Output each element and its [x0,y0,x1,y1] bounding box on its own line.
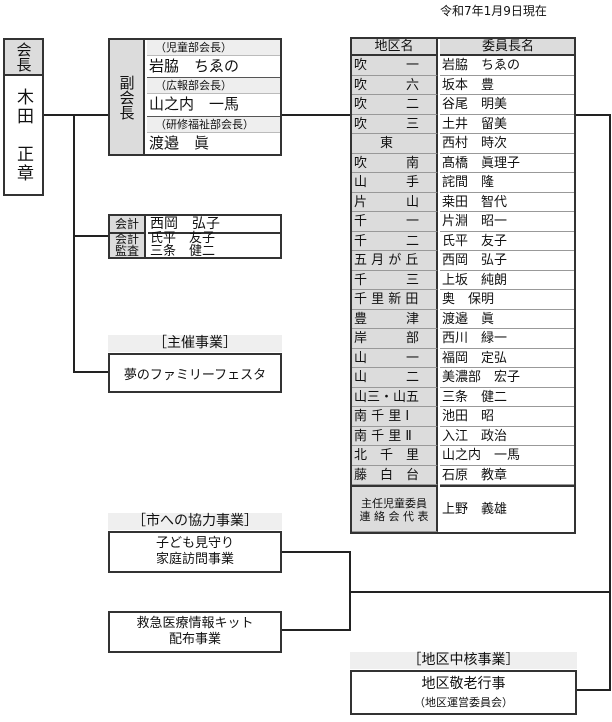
member-role: （児童部会長） [147,40,280,56]
city-heading: ［市への協力事業］ [108,513,282,530]
chair-name: 氏平 友子 [440,232,574,251]
connector [577,689,611,691]
project-line: 子ども見守り [155,536,234,551]
member-role: （広報部会長） [147,78,280,94]
vice-president-title: 副会長 [110,40,145,154]
hosted-heading: ［主催事業］ [108,335,282,352]
district-name: 吹 六 [352,75,438,95]
chair-name: 渡邉 眞 [440,310,574,329]
core-project-name: 地区敬老行事 [421,675,506,692]
district-name: 山 二 [352,368,438,388]
treasurer-name: 西岡 弘子 [148,216,280,234]
connector [44,114,108,116]
district-name: 吹 二 [352,95,438,115]
auditor-role: 会計監査 [110,233,146,257]
district-name: 岸 部 [352,329,438,349]
core-heading: ［地区中核事業］ [350,652,577,669]
project-line: 配布事業 [168,632,221,647]
district-name: 藤 白 台 [352,465,438,485]
chair-name: 坂本 豊 [440,76,574,95]
district-name: 南 千 里 Ⅰ [352,407,438,427]
chair-name: 石原 教章 [440,466,574,485]
chair-name: 奥 保明 [440,290,574,310]
chair-name: 入江 政治 [440,427,574,446]
city-project-box: 救急医療情報キット配布事業 [108,611,282,653]
member-role: （研修福祉部会長） [147,117,280,133]
member-name: 渡邉 眞 [149,134,210,152]
chair-name: 上坂 純朗 [440,271,574,290]
chair-name: 桒田 智代 [440,193,574,212]
chair-name: 西村 時次 [440,134,574,154]
district-name: 山 一 [352,348,438,368]
connector [282,551,351,553]
district-name: 千 一 [352,212,438,232]
finance-box: 会計 西岡 弘子 会計監査 氏平 友子三条 健二 [108,214,282,259]
vice-member: （広報部会長）山之内 一馬 [147,78,280,117]
district-committee-table: 地区名 委員長名 吹 一岩脇 ちゑの吹 六坂本 豊吹 二谷尾 明美吹 三土井 留… [350,37,576,534]
member-name: 山之内 一馬 [149,95,240,113]
chair-name: 西岡 弘子 [440,251,574,271]
auditor-names: 氏平 友子三条 健二 [148,231,280,259]
chair-name: 土井 留美 [440,115,574,134]
chair-name: 西川 緑一 [440,329,574,349]
chair-name: 片淵 昭一 [440,212,574,232]
connector [609,114,611,691]
liaison-district: 主任児童委員連 絡 会 代 表 [352,485,438,532]
district-name: 吹 一 [352,56,438,76]
as-of-date: 令和7年1月9日現在 [440,4,547,18]
chair-name: 美濃部 宏子 [440,368,574,388]
connector [73,235,108,237]
column-header-chair: 委員長名 [440,39,574,56]
liaison-chair: 上野 義雄 [440,485,574,532]
project-line: 家庭訪問事業 [155,552,234,567]
district-name: 千 二 [352,231,438,251]
district-name: 南 千 里 Ⅱ [352,426,438,446]
connector [73,114,75,373]
chair-name: 池田 昭 [440,407,574,427]
chair-name: 岩脇 ちゑの [440,56,574,76]
chair-name: 福岡 定弘 [440,349,574,368]
district-name: 東 [352,134,438,154]
district-name: 山 手 [352,173,438,193]
district-name: 千 里 新 田 [352,290,438,310]
treasurer-role: 会計 [110,216,146,234]
connector [349,551,351,631]
member-name: 岩脇 ちゑの [149,57,240,75]
hosted-event-box: 夢のファミリーフェスタ [108,353,282,393]
city-project-box: 子ども見守り家庭訪問事業 [108,531,282,573]
president-name: 木田 正章 [13,87,33,183]
vice-president-box: 副会長 （児童部会長）岩脇 ちゑの （広報部会長）山之内 一馬 （研修福祉部会長… [108,38,282,156]
district-name: 北 千 里 [352,446,438,466]
district-name: 山三・山五 [352,387,438,407]
auditor-name: 三条 健二 [150,243,216,259]
liaison-line: 主任児童委員 [361,497,427,510]
connector [282,629,351,631]
district-name: 豊 津 [352,309,438,329]
president-title: 会長 [5,40,42,76]
chair-name: 三条 健二 [440,388,574,407]
president-box: 会長 木田 正章 [3,38,44,196]
chair-name: 髙橋 眞理子 [440,154,574,173]
core-project-box: 地区敬老行事 （地区運営委員会） [350,670,577,715]
vice-member: （研修福祉部会長）渡邉 眞 [147,117,280,154]
district-name: 吹 三 [352,114,438,134]
project-line: 救急医療情報キット [136,616,254,631]
core-project-sub: （地区運営委員会） [414,695,513,709]
connector [575,114,611,116]
chair-name: 山之内 一馬 [440,446,574,466]
connector [350,591,611,593]
district-name: 五 月 が 丘 [352,251,438,271]
column-header-district: 地区名 [352,39,438,56]
connector [281,114,350,116]
district-name: 吹 南 [352,153,438,173]
liaison-line: 連 絡 会 代 表 [359,510,429,523]
chair-name: 谷尾 明美 [440,95,574,115]
chair-name: 詫間 隆 [440,173,574,193]
connector [73,371,108,373]
vice-member: （児童部会長）岩脇 ちゑの [147,40,280,78]
district-name: 千 三 [352,270,438,290]
auditor-name: 氏平 友子 [150,231,216,246]
district-name: 片 山 [352,192,438,212]
